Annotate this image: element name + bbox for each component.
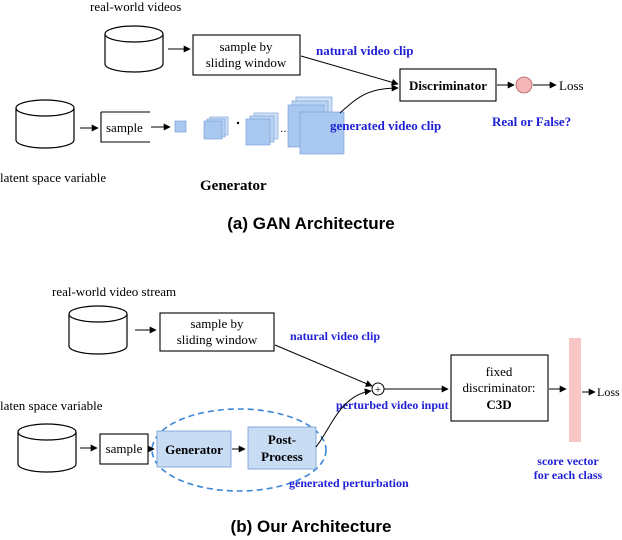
latent-space-variable-label-b: laten space variable: [0, 398, 103, 413]
volume-stack-3: [245, 112, 279, 146]
real-or-false-label: Real or False?: [492, 114, 571, 129]
generated-video-clip-label: generated video clip: [330, 118, 441, 133]
arrow-natural-to-discriminator: [300, 55, 399, 86]
loss-label: Loss: [559, 78, 584, 93]
volume-stack-2: [203, 116, 229, 140]
sample-by-label-b: sample by: [190, 316, 244, 331]
score-vector-label: score vector: [537, 454, 599, 468]
fixed-label: fixed: [486, 364, 513, 379]
generated-perturbation-label: generated perturbation: [289, 476, 409, 490]
caption-b: (b) Our Architecture: [231, 517, 392, 536]
arrow-generated-to-discriminator: [339, 84, 399, 114]
fixed-discriminator-box: [450, 354, 549, 422]
post-process-box: [247, 426, 317, 470]
natural-video-clip-label: natural video clip: [316, 43, 414, 58]
real-stream-database-icon: [68, 305, 128, 355]
post-label: Post-: [268, 432, 296, 447]
natural-video-clip-label-b: natural video clip: [290, 329, 380, 343]
real-world-videos-label: real-world videos: [90, 0, 181, 14]
sum-symbol: +: [375, 384, 381, 396]
discriminator-box: [399, 68, 497, 102]
real-world-video-stream-label: real-world video stream: [52, 284, 176, 299]
ellipsis-dots: …: [280, 124, 290, 135]
sample-box: [100, 111, 150, 143]
sliding-window-box: [192, 34, 301, 76]
sample-label: sample: [106, 120, 143, 135]
panel-a-gan: real-world videos sample by sliding wind…: [0, 0, 584, 233]
latent-space-database-icon: [15, 99, 75, 149]
sliding-window-label: sliding window: [206, 55, 287, 70]
caption-a: (a) GAN Architecture: [227, 214, 395, 233]
for-each-class-label: for each class: [534, 468, 603, 482]
sample-by-label: sample by: [219, 39, 273, 54]
latent-space-variable-label: latent space variable: [0, 170, 106, 185]
volume-stack-4: [287, 96, 345, 155]
sample-label-b: sample: [106, 441, 143, 456]
process-label: Process: [261, 449, 303, 464]
discriminator-label-b: discriminator:: [463, 380, 536, 395]
panel-b-our-architecture: real-world video stream sample by slidin…: [0, 284, 620, 536]
generator-module-boundary: [151, 408, 327, 492]
score-vector-bar: [569, 338, 581, 442]
generator-label: Generator: [200, 178, 267, 194]
real-videos-database-icon: [104, 25, 164, 73]
arrow-natural-to-sum: [274, 344, 373, 387]
perturbed-video-input-label: perturbed video input: [336, 398, 449, 412]
loss-label-b: Loss: [597, 385, 620, 399]
sliding-window-box-b: [159, 312, 275, 352]
latent-space-database-icon-b: [17, 423, 77, 473]
discriminator-label: Discriminator: [409, 78, 487, 93]
generator-volumes: …: [174, 96, 345, 155]
output-score-node: [515, 76, 533, 94]
sliding-window-label-b: sliding window: [177, 332, 258, 347]
generator-label-b: Generator: [165, 442, 223, 457]
generator-box: [156, 430, 232, 468]
c3d-label: C3D: [486, 397, 511, 412]
arrow-perturbation-to-sum: [315, 388, 372, 448]
